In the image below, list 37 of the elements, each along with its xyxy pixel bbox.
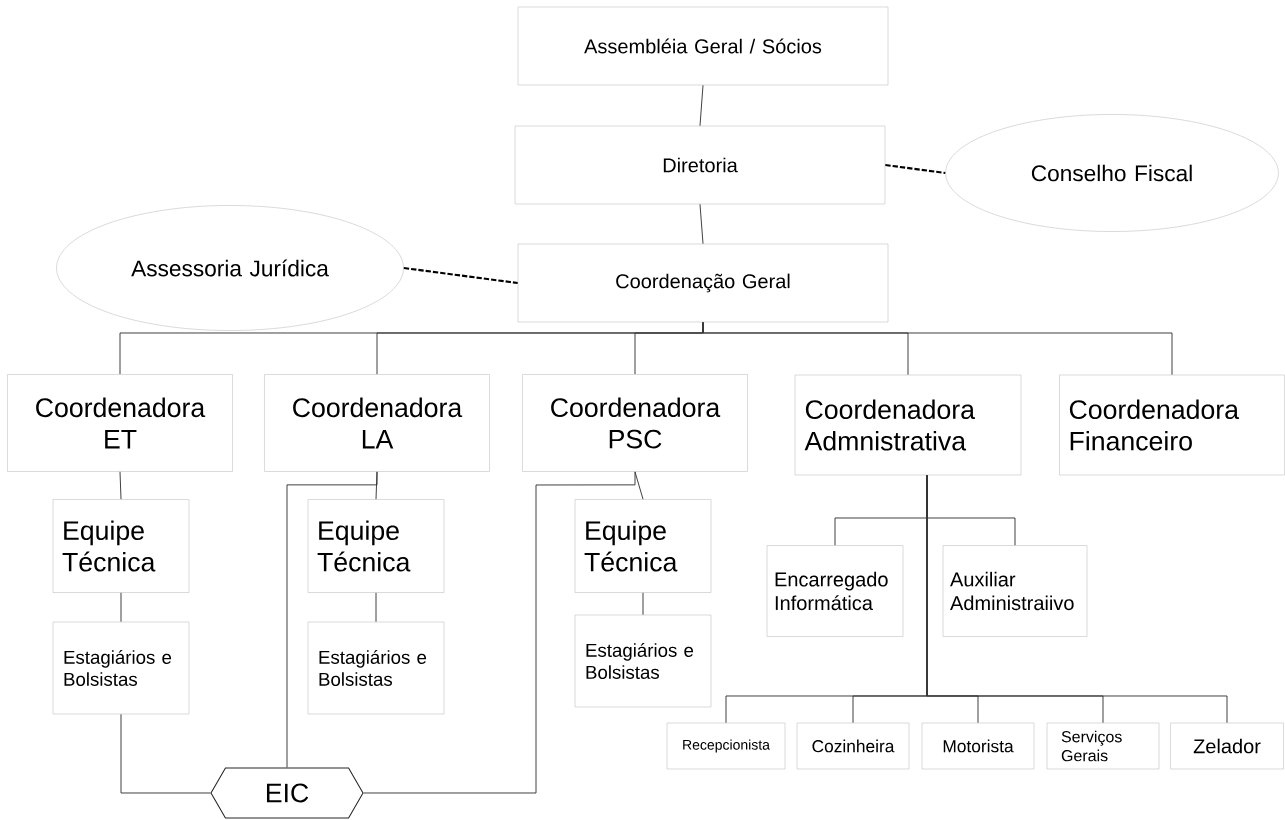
org-box: Diretoria [514, 125, 886, 205]
org-box: Equipe Técnica [52, 499, 190, 593]
org-box: Estagiários e Bolsistas [574, 614, 712, 708]
oval-node: Assessoria Jurídica [56, 205, 404, 331]
connector-line [120, 713, 211, 794]
dashed-connector [885, 163, 946, 175]
org-box: Serviços Gerais [1046, 722, 1160, 770]
org-box: Zelador [1170, 722, 1284, 770]
connector-line [699, 84, 704, 127]
org-box: Equipe Técnica [574, 499, 712, 593]
connector-line [702, 321, 1173, 376]
connector-line [699, 203, 704, 245]
connector-line [286, 471, 378, 768]
dashed-connector [403, 266, 518, 285]
connector-line [926, 474, 1228, 724]
connector-line [642, 592, 644, 616]
org-box: Coordenadora Financeiro [1059, 374, 1285, 476]
connector-line [375, 592, 377, 623]
oval-node: Conselho Fiscal [945, 114, 1279, 232]
connector-line [120, 592, 122, 623]
org-box: Estagiários e Bolsistas [52, 621, 190, 715]
org-box: Equipe Técnica [307, 499, 445, 593]
org-box: Cozinheira [796, 722, 910, 770]
hexagon-node: EIC [210, 767, 364, 819]
org-box: Motorista [921, 722, 1035, 770]
org-box: Encarregado Informática [766, 545, 904, 637]
org-box: Coordenadora LA [264, 374, 490, 472]
org-box: Estagiários e Bolsistas [307, 621, 445, 715]
connector-line [119, 471, 122, 500]
org-box: Coordenadora Admnistrativa [794, 374, 1022, 476]
org-box: Recepcionista [666, 722, 786, 770]
connector-line [363, 471, 636, 794]
org-box: Coordenadora ET [7, 374, 233, 472]
org-box: Coordenação Geral [517, 243, 889, 323]
org-box: Auxiliar Administraiivo [942, 545, 1088, 637]
org-box: Coordenadora PSC [522, 374, 748, 472]
org-box: Assembléia Geral / Sócios [517, 6, 889, 86]
